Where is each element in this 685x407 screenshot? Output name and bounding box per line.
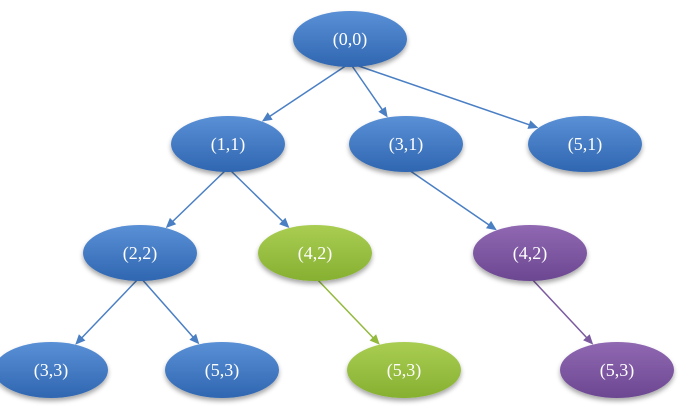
- edge-n00-n51: [349, 62, 539, 129]
- node-ellipse: [560, 342, 674, 398]
- edge-line: [268, 62, 351, 118]
- node-label: (2,2): [123, 243, 158, 264]
- node-label: (1,1): [211, 134, 246, 155]
- edge-layer: [75, 62, 594, 345]
- node-layer: (0,0) (1,1) (3,1) (5,1) (2,2) (4,2) (4,2) (3,3)…: [0, 11, 674, 398]
- edge-arrowhead: [279, 217, 290, 228]
- edge-line: [405, 167, 491, 227]
- tree-node-n53b: (5,3): [165, 342, 279, 398]
- edge-n00-n11: [261, 62, 351, 122]
- node-label: (3,1): [389, 134, 424, 155]
- node-ellipse: [349, 116, 463, 172]
- tree-node-n00: (0,0): [293, 11, 407, 67]
- edge-line: [139, 276, 195, 339]
- edge-n11-n42g: [227, 167, 290, 228]
- edge-n31-n42p: [405, 167, 497, 231]
- edge-line: [529, 276, 589, 340]
- edge-line: [80, 276, 141, 340]
- node-ellipse: [171, 116, 285, 172]
- edge-line: [171, 167, 229, 224]
- edge-arrowhead: [527, 120, 539, 129]
- node-ellipse: [165, 342, 279, 398]
- edge-n42g-n53g: [314, 276, 380, 345]
- edge-arrowhead: [75, 334, 86, 345]
- node-label: (5,3): [600, 360, 635, 381]
- tree-node-n22: (2,2): [83, 225, 197, 281]
- edge-n22-n53b: [139, 276, 200, 345]
- edge-arrowhead: [486, 220, 497, 231]
- tree-node-n31: (3,1): [349, 116, 463, 172]
- edge-line: [349, 62, 532, 127]
- node-label: (5,3): [387, 360, 422, 381]
- node-ellipse: [473, 225, 587, 281]
- node-label: (5,1): [568, 134, 603, 155]
- node-ellipse: [528, 116, 642, 172]
- edge-n42p-n53p: [529, 276, 594, 345]
- node-label: (4,2): [298, 243, 333, 264]
- node-ellipse: [0, 342, 108, 398]
- node-label: (4,2): [513, 243, 548, 264]
- edge-arrowhead: [189, 333, 200, 345]
- tree-node-n53g: (5,3): [347, 342, 461, 398]
- node-ellipse: [347, 342, 461, 398]
- edge-arrowhead: [261, 112, 273, 122]
- edge-arrowhead: [165, 217, 177, 228]
- tree-node-n11: (1,1): [171, 116, 285, 172]
- tree-node-n51: (5,1): [528, 116, 642, 172]
- node-ellipse: [293, 11, 407, 67]
- edge-line: [227, 167, 285, 223]
- node-ellipse: [83, 225, 197, 281]
- edge-arrowhead: [583, 334, 594, 345]
- edge-n00-n31: [349, 62, 388, 118]
- node-label: (0,0): [333, 29, 368, 50]
- edge-line: [349, 62, 384, 112]
- node-label: (3,3): [34, 360, 69, 381]
- tree-node-n53p: (5,3): [560, 342, 674, 398]
- edge-line: [314, 276, 375, 340]
- edge-arrowhead: [378, 106, 388, 118]
- tree-node-n42g: (4,2): [258, 225, 372, 281]
- node-ellipse: [258, 225, 372, 281]
- tree-node-n33: (3,3): [0, 342, 108, 398]
- node-label: (5,3): [205, 360, 240, 381]
- edge-arrowhead: [369, 334, 380, 345]
- edge-n22-n33: [75, 276, 141, 345]
- edge-n11-n22: [165, 167, 229, 228]
- tree-node-n42p: (4,2): [473, 225, 587, 281]
